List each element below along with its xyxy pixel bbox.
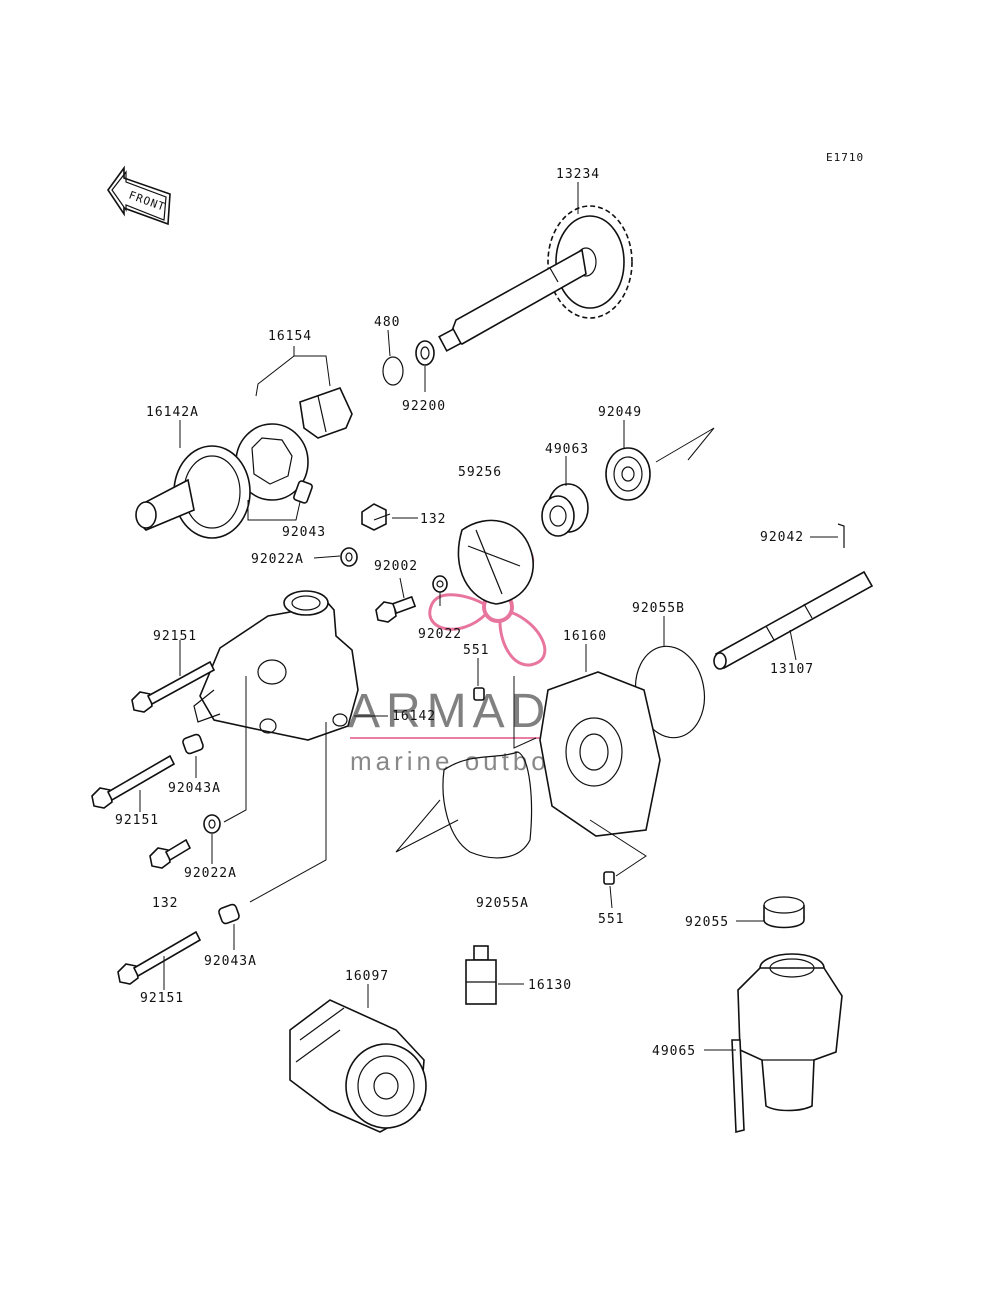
- dowel-92043A-b: [218, 903, 240, 925]
- callout-92151-a: 92151: [153, 629, 197, 644]
- callout-16097: 16097: [345, 969, 389, 984]
- callout-551-bottom: 551: [598, 912, 624, 927]
- callout-92043: 92043: [282, 525, 326, 540]
- oil-filter-16097: [289, 999, 427, 1133]
- callout-92151-b: 92151: [115, 813, 159, 828]
- callout-92002: 92002: [374, 559, 418, 574]
- washer-92022A-bottom: [203, 814, 221, 834]
- pump-body-16142: [193, 590, 359, 741]
- rotor-16154: [235, 387, 353, 501]
- bolt-92151-a: [131, 660, 216, 713]
- bearing-92049: [605, 447, 651, 501]
- callout-16142: 16142: [392, 709, 436, 724]
- callout-92022A-bottom: 92022A: [184, 866, 237, 881]
- callout-16130: 16130: [528, 978, 572, 993]
- callout-92022: 92022: [418, 627, 462, 642]
- callout-92049: 92049: [598, 405, 642, 420]
- bolt-92002: [375, 595, 417, 623]
- washer-92022A-top: [340, 547, 358, 567]
- leader-lines: [139, 182, 838, 1051]
- oring-92055: [763, 896, 805, 929]
- dowel-551-top: [473, 687, 485, 701]
- callout-92055A: 92055A: [476, 896, 529, 911]
- impeller-59256: [457, 519, 534, 605]
- callout-16154: 16154: [268, 329, 312, 344]
- callout-480: 480: [374, 315, 400, 330]
- callout-92042: 92042: [760, 530, 804, 545]
- callout-92055B: 92055B: [632, 601, 685, 616]
- washer-92022: [432, 575, 448, 593]
- callout-49065: 49065: [652, 1044, 696, 1059]
- callout-92043A-a: 92043A: [168, 781, 221, 796]
- callout-551-top: 551: [463, 643, 489, 658]
- callout-92022A-top: 92022A: [251, 552, 304, 567]
- pin-92042: [837, 523, 845, 548]
- bolt-132-top: [361, 503, 391, 531]
- fitting-16130: [465, 945, 497, 1005]
- gasket-92055A: [442, 751, 533, 859]
- callout-92055: 92055: [685, 915, 729, 930]
- bolt-92151-c: [117, 930, 202, 985]
- bolt-92151-b: [91, 754, 176, 809]
- callout-92043A-b: 92043A: [204, 954, 257, 969]
- callout-49063: 49063: [545, 442, 589, 457]
- dowel-92043: [293, 480, 313, 504]
- callout-16160: 16160: [563, 629, 607, 644]
- callout-59256: 59256: [458, 465, 502, 480]
- washer-92200: [415, 340, 435, 366]
- callout-92151-c: 92151: [140, 991, 184, 1006]
- callout-92200: 92200: [402, 399, 446, 414]
- housing-16142A: [135, 445, 251, 539]
- seal-49063: [541, 483, 589, 537]
- front-arrow-icon: FRONT: [107, 165, 171, 226]
- callout-16142A: 16142A: [146, 405, 199, 420]
- gear-13234: [438, 205, 633, 352]
- callout-labels: 13234 480 92200 16154 16142A 92043 132 9…: [115, 167, 814, 1059]
- callout-13107: 13107: [770, 662, 814, 677]
- dowel-551-bottom: [603, 871, 615, 885]
- cover-16160: [539, 671, 661, 837]
- callout-132-bottom: 132: [152, 896, 178, 911]
- circlip-480: [382, 356, 404, 386]
- strainer-49065: [731, 953, 843, 1134]
- shaft-13107: [713, 570, 874, 670]
- callout-132-top: 132: [420, 512, 446, 527]
- bolt-132-bottom: [149, 838, 192, 869]
- callout-13234: 13234: [556, 167, 600, 182]
- diagram-code: E1710: [826, 151, 864, 164]
- dowel-92043A-a: [182, 733, 204, 755]
